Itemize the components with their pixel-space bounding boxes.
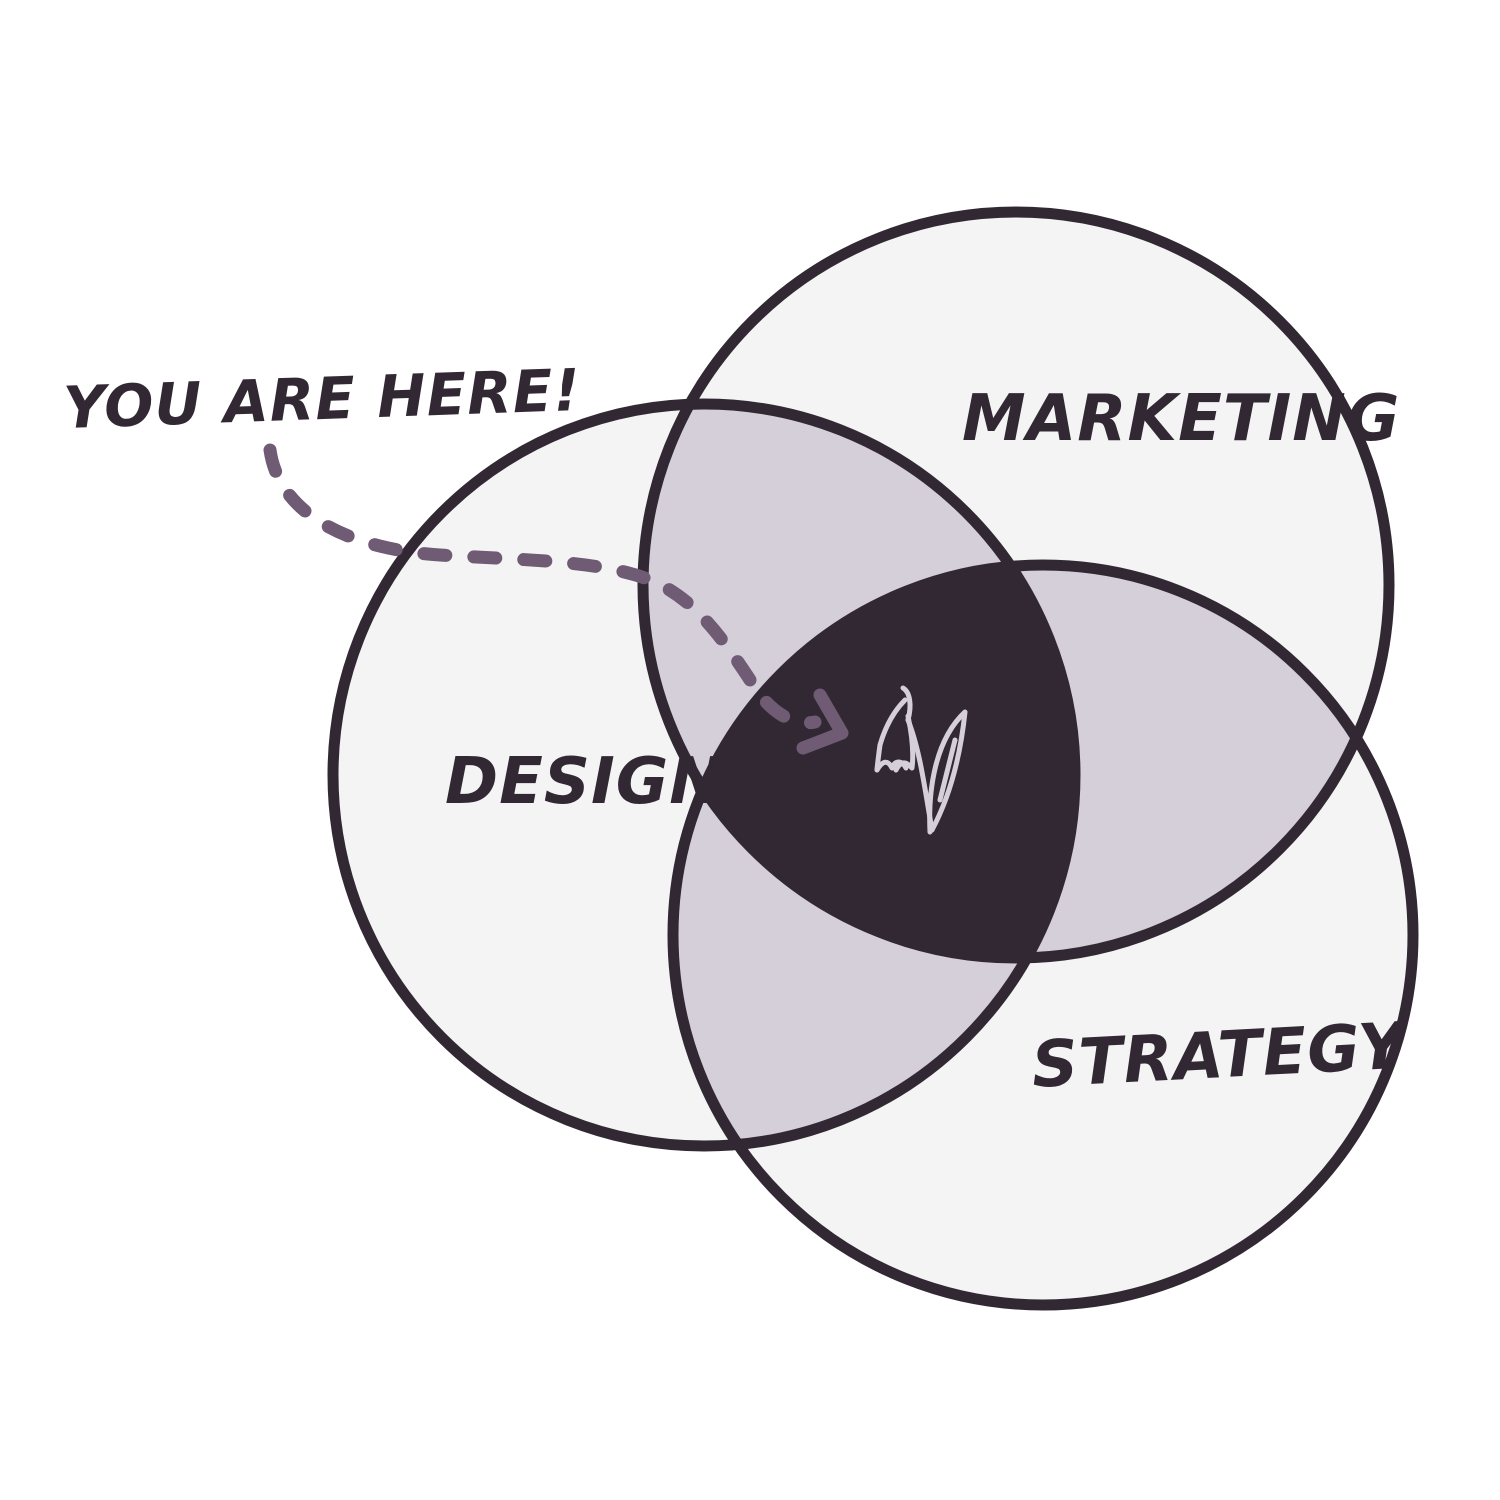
design-circle-outline [327, 398, 1081, 1152]
you-are-here-arrow [263, 443, 822, 730]
marketing-label: MARKETING [962, 382, 1400, 456]
design-label: DESIGN [445, 745, 724, 819]
arrow-head-icon [796, 688, 849, 755]
you-are-here-label: YOU ARE HERE! [62, 356, 582, 442]
strategy-circle-outline [667, 559, 1419, 1311]
flower-logo-icon [874, 685, 968, 835]
marketing-circle-outline [637, 206, 1395, 964]
